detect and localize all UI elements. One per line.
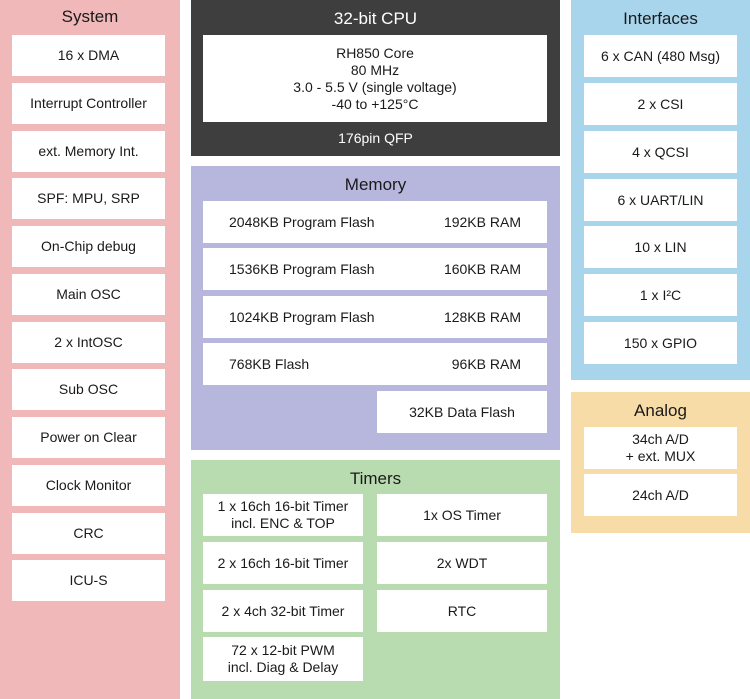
analog-line: 34ch A/D [632,431,689,447]
timer-2x4ch: 2 x 4ch 32-bit Timer [203,590,363,632]
interface-can: 6 x CAN (480 Msg) [584,35,737,77]
analog-title: Analog [634,401,687,420]
interfaces-panel: Interfaces 6 x CAN (480 Msg) 2 x CSI 4 x… [571,0,750,380]
interface-lin: 10 x LIN [584,226,737,268]
ram-size: 96KB RAM [451,355,521,372]
memory-row: 1024KB Program Flash 128KB RAM [203,296,547,338]
system-item-main-osc: Main OSC [12,274,165,315]
system-panel: System 16 x DMA Interrupt Controller ext… [0,0,180,699]
timers-title: Timers [349,469,402,488]
os-timer: 1x OS Timer [377,494,547,536]
system-item-ext-memory: ext. Memory Int. [12,131,165,172]
cpu-voltage: 3.0 - 5.5 V (single voltage) [293,78,457,95]
memory-panel: Memory 2048KB Program Flash 192KB RAM 15… [191,166,560,450]
cpu-spec-box: RH850 Core 80 MHz 3.0 - 5.5 V (single vo… [203,35,547,122]
program-flash-size: 1536KB Program Flash [229,260,375,277]
cpu-panel: 32-bit CPU RH850 Core 80 MHz 3.0 - 5.5 V… [191,0,560,156]
memory-row: 768KB Flash 96KB RAM [203,343,547,385]
interface-qcsi: 4 x QCSI [584,131,737,173]
timer-line: incl. Diag & Delay [227,659,339,675]
interface-csi: 2 x CSI [584,83,737,125]
interface-i2c: 1 x I²C [584,274,737,316]
cpu-title: 32-bit CPU [333,9,418,28]
timer-16ch-enc: 1 x 16ch 16-bit Timer incl. ENC & TOP [203,494,363,536]
timer-line: 72 x 12-bit PWM [231,642,335,658]
system-item-power-on-clear: Power on Clear [12,417,165,458]
program-flash-size: 2048KB Program Flash [229,213,375,230]
timer-line: incl. ENC & TOP [231,515,335,531]
memory-row: 1536KB Program Flash 160KB RAM [203,248,547,290]
ram-size: 128KB RAM [443,308,521,325]
analog-ad-mux: 34ch A/D + ext. MUX [584,427,737,469]
cpu-temperature: -40 to +125°C [331,95,419,112]
system-item-clock-monitor: Clock Monitor [12,465,165,506]
data-flash: 32KB Data Flash [377,391,547,433]
system-item-spf: SPF: MPU, SRP [12,178,165,219]
interface-uart-lin: 6 x UART/LIN [584,179,737,221]
cpu-package: 176pin QFP [338,130,413,146]
program-flash-size: 1024KB Program Flash [229,308,375,325]
program-flash-size: 768KB Flash [229,355,310,372]
cpu-frequency: 80 MHz [350,61,400,78]
timer-line: 1 x 16ch 16-bit Timer [217,498,349,514]
timer-pwm: 72 x 12-bit PWM incl. Diag & Delay [203,637,363,681]
cpu-core: RH850 Core [336,44,414,61]
wdt: 2x WDT [377,542,547,584]
analog-ad: 24ch A/D [584,474,737,516]
ram-size: 192KB RAM [443,213,521,230]
system-item-dma: 16 x DMA [12,35,165,76]
system-item-on-chip-debug: On-Chip debug [12,226,165,267]
rtc: RTC [377,590,547,632]
system-item-sub-osc: Sub OSC [12,369,165,410]
system-title: System [61,7,119,26]
system-item-intosc: 2 x IntOSC [12,322,165,363]
timers-panel: Timers 1 x 16ch 16-bit Timer incl. ENC &… [191,460,560,699]
ram-size: 160KB RAM [443,260,521,277]
timer-2x16ch: 2 x 16ch 16-bit Timer [203,542,363,584]
interfaces-title: Interfaces [623,9,698,28]
memory-row: 2048KB Program Flash 192KB RAM [203,201,547,243]
interface-gpio: 150 x GPIO [584,322,737,364]
system-item-icu-s: ICU-S [12,560,165,601]
analog-panel: Analog 34ch A/D + ext. MUX 24ch A/D [571,392,750,533]
analog-line: + ext. MUX [625,448,696,464]
memory-title: Memory [344,175,407,194]
system-item-interrupt-controller: Interrupt Controller [12,83,165,124]
system-item-crc: CRC [12,513,165,554]
